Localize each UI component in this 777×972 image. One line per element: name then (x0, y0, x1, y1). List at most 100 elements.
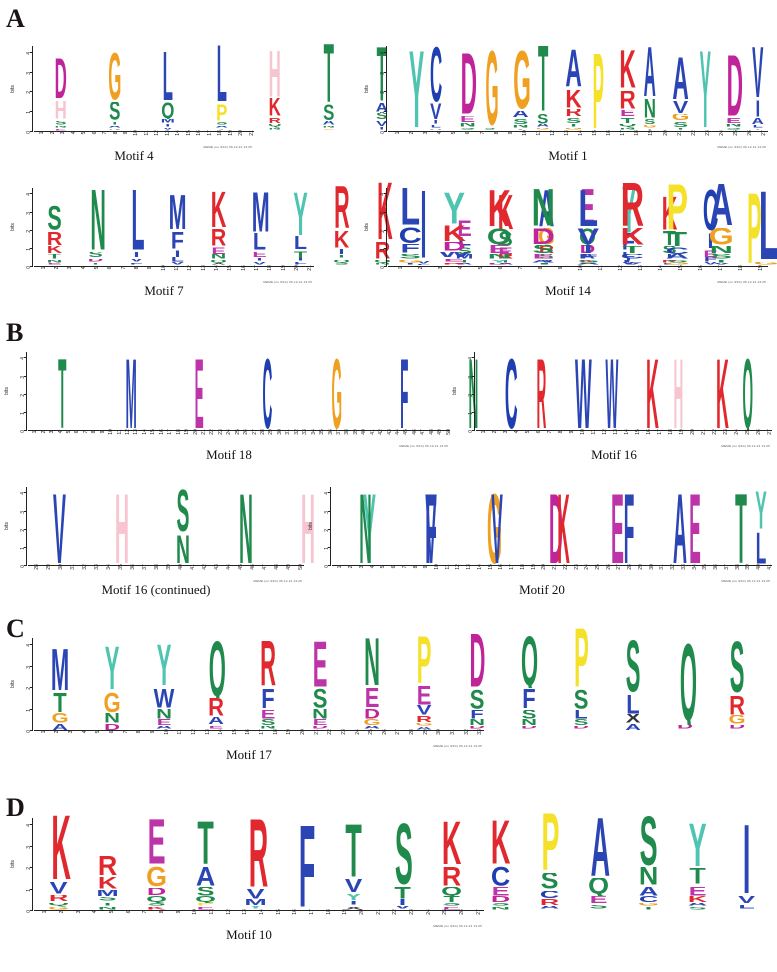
logo-letter-D: D (763, 725, 777, 730)
logo-letter-K: K (687, 896, 707, 903)
y-axis-tick (24, 546, 27, 548)
position-label: 25 (744, 429, 751, 435)
logo-letter-I: I (349, 901, 358, 907)
logo-letter-H: H (54, 100, 67, 121)
y-axis-tick-label: 2 (26, 229, 32, 233)
logo-letter-S: S (196, 886, 215, 897)
logo-letter-K: K (51, 811, 71, 883)
logo-letter-V: V (760, 97, 777, 115)
position-label: 19 (286, 729, 293, 735)
position-label: 6 (498, 266, 504, 270)
logo-letter-F: F (129, 263, 144, 266)
logo-stack: D (524, 489, 586, 565)
x-axis-line (28, 430, 450, 431)
position-label: 27 (616, 564, 623, 570)
y-axis-tick-label: 0 (380, 131, 386, 134)
logo-letter-E: E (457, 219, 472, 237)
logo-letter-K: K (268, 98, 282, 119)
logo-letter-M: M (50, 645, 70, 692)
logo-letter-K: K (557, 488, 570, 565)
position-label: 21 (307, 265, 314, 271)
logo-letter-E: E (47, 263, 62, 266)
logo-letter-T: T (58, 353, 67, 430)
y-axis-title: bits (4, 522, 10, 530)
logo-letter-S: S (540, 872, 559, 891)
logo-letter-R: R (536, 353, 547, 430)
position-label: 24 (718, 130, 725, 136)
logo-stack: F (280, 820, 329, 910)
logo-letter-V: V (49, 882, 68, 896)
sequence-logo: 01234bitsTMECGFNRWHQNEAAVSPVGNHRLPGYFMEY… (4, 352, 753, 463)
position-label: 1 (40, 730, 47, 734)
y-axis-tick-label: 1 (26, 111, 32, 114)
position-label: 48 (274, 564, 280, 570)
position-label: 19 (678, 429, 685, 435)
y-axis-tick (30, 845, 33, 847)
position-label: 22 (392, 909, 399, 915)
position-label: 10 (521, 130, 528, 136)
position-label: 44 (395, 429, 402, 435)
position-label: 4 (81, 730, 88, 734)
logo-letter-S: S (532, 245, 555, 255)
position-label: 13 (563, 130, 570, 136)
logo-letter-T: T (644, 129, 656, 131)
logo-stack: Q (713, 354, 777, 430)
position-label: 11 (535, 130, 542, 136)
logo-letter-P: P (573, 625, 589, 690)
position-label: 8 (558, 430, 565, 434)
logo-letter-T: T (540, 263, 554, 266)
position-label: 33 (477, 729, 484, 735)
logo-letter-R: R (248, 813, 268, 889)
logo-letter-D: D (572, 725, 589, 730)
position-label: 31 (285, 429, 292, 435)
logo-letter-S: S (313, 688, 328, 709)
position-label: 28 (409, 729, 416, 735)
logo-letter-F: F (469, 709, 484, 720)
logo-letter-N: N (90, 186, 106, 253)
position-label: 5 (95, 730, 102, 734)
position-label: 23 (409, 909, 416, 915)
logo-letter-N: N (468, 719, 485, 726)
position-label: 24 (584, 564, 591, 570)
logo-letter-S: S (573, 719, 588, 726)
logo-letter-N: N (54, 125, 67, 129)
position-label: 4 (458, 266, 464, 270)
y-axis-tick (328, 510, 331, 512)
logo-letter-N: N (268, 128, 282, 131)
y-axis-tick (24, 430, 27, 431)
logo-letter-V: V (763, 639, 777, 696)
y-axis-tick-label: 0 (468, 430, 474, 433)
logo-letter-S: S (725, 128, 742, 131)
position-label: 18 (738, 265, 744, 271)
position-label: 6 (125, 910, 132, 914)
position-label: 19 (342, 909, 349, 915)
position-label: 23 (217, 429, 224, 435)
logo-letter-P: P (592, 47, 604, 131)
motif-caption: Motif 10 (226, 927, 272, 942)
panel-label-d: D (6, 793, 25, 822)
position-label: 2 (409, 131, 416, 135)
logo-letter-A: A (672, 53, 689, 101)
position-label: 7 (547, 430, 554, 434)
logo-letter-N: N (532, 187, 556, 228)
position-label: 31 (659, 564, 666, 570)
logo-letter-A: A (591, 813, 611, 878)
logo-letter-L: L (755, 530, 767, 565)
position-label: 23 (722, 429, 729, 435)
position-label: 3 (75, 910, 82, 914)
position-label: 37 (142, 564, 148, 570)
logo-letter-G: G (107, 50, 121, 103)
logo-letter-N: N (439, 354, 507, 430)
logo-stack: IVL (403, 186, 444, 266)
position-label: 18 (667, 429, 674, 435)
logo-stack: E (662, 489, 728, 565)
logo-letter-L: L (738, 904, 755, 910)
position-label: 4 (80, 266, 87, 270)
